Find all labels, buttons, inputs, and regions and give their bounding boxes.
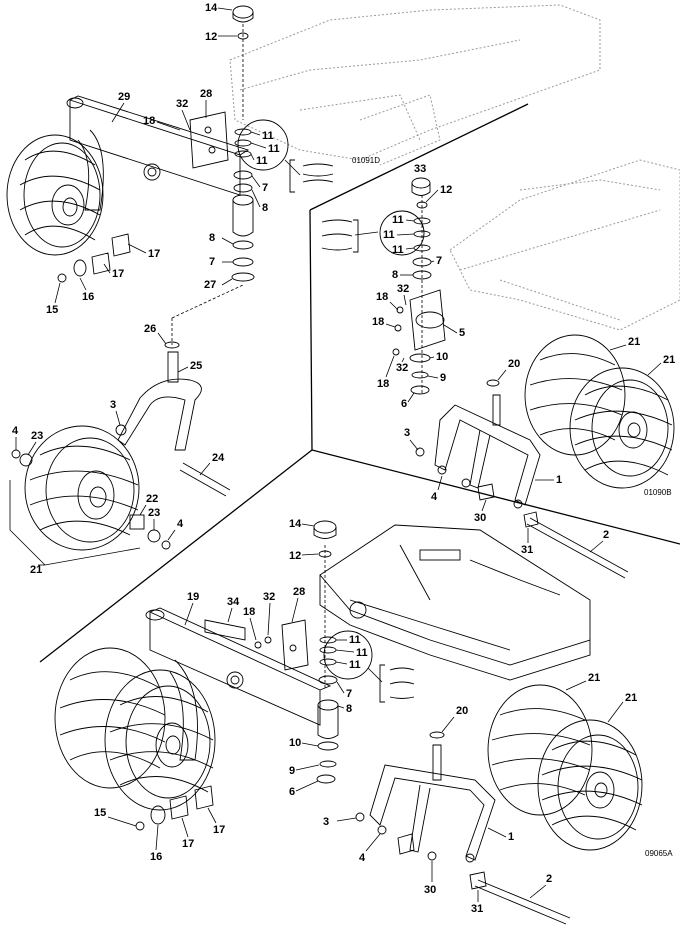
callout: 25 bbox=[190, 360, 202, 372]
callout: 4 bbox=[177, 518, 184, 530]
callout: 20 bbox=[508, 358, 520, 370]
callout: 21 bbox=[663, 354, 675, 366]
callout: 31 bbox=[521, 544, 533, 556]
callout: 3 bbox=[323, 816, 329, 828]
figure-code: 01091D bbox=[352, 156, 380, 165]
callout: 21 bbox=[30, 564, 42, 576]
callout: 21 bbox=[625, 692, 637, 704]
callout: 11 bbox=[349, 659, 361, 671]
callout: 18 bbox=[372, 316, 384, 328]
callout: 8 bbox=[262, 202, 268, 214]
callout: 11 bbox=[256, 155, 268, 167]
callout: 10 bbox=[289, 737, 301, 749]
callout: 7 bbox=[209, 256, 215, 268]
callout: 23 bbox=[148, 507, 160, 519]
callout: 8 bbox=[346, 703, 352, 715]
callout: 11 bbox=[392, 244, 404, 256]
callout: 21 bbox=[588, 672, 600, 684]
callout: 29 bbox=[118, 91, 130, 103]
top-left-assembly bbox=[6, 5, 334, 566]
callout: 3 bbox=[404, 427, 410, 439]
callout: 18 bbox=[143, 115, 155, 127]
callout: 17 bbox=[112, 268, 124, 280]
callout: 32 bbox=[396, 362, 408, 374]
callout: 32 bbox=[263, 591, 275, 603]
callout: 11 bbox=[349, 634, 361, 646]
callout: 30 bbox=[424, 884, 436, 896]
callout: 22 bbox=[146, 493, 158, 505]
figure-code: 09065A bbox=[645, 849, 673, 858]
callout: 28 bbox=[200, 88, 212, 100]
callout: 15 bbox=[94, 807, 106, 819]
callout: 4 bbox=[359, 852, 366, 864]
callout: 9 bbox=[289, 765, 295, 777]
callout: 18 bbox=[243, 606, 255, 618]
callout: 11 bbox=[356, 647, 368, 659]
callout: 12 bbox=[440, 184, 452, 196]
callout: 27 bbox=[204, 279, 216, 291]
callout: 17 bbox=[213, 824, 225, 836]
callout: 34 bbox=[227, 596, 240, 608]
mower-deck-bottom bbox=[319, 524, 591, 681]
callouts-top-right: 33 12 11 11 11 7 8 18 32 18 5 10 9 32 18… bbox=[372, 163, 675, 556]
callout: 18 bbox=[377, 378, 389, 390]
callout: 6 bbox=[401, 398, 407, 410]
callout: 11 bbox=[262, 130, 274, 142]
callout: 32 bbox=[397, 283, 409, 295]
top-right-assembly bbox=[321, 177, 675, 579]
callout: 5 bbox=[459, 327, 465, 339]
callout: 12 bbox=[205, 31, 217, 43]
callout: 20 bbox=[456, 705, 468, 717]
callout: 17 bbox=[148, 248, 160, 260]
callout: 19 bbox=[187, 591, 199, 603]
callout: 28 bbox=[293, 586, 305, 598]
figure-codes: 01091D 01090B 09065A bbox=[352, 156, 673, 858]
callouts-bottom: 14 12 19 34 18 32 28 11 11 11 7 8 10 9 6… bbox=[94, 518, 637, 915]
callout: 14 bbox=[289, 518, 302, 530]
callout: 33 bbox=[414, 163, 426, 175]
callout: 7 bbox=[436, 255, 442, 267]
callouts-top-left: 14 12 29 28 32 18 11 11 11 7 8 17 8 17 7… bbox=[12, 2, 280, 576]
callout: 4 bbox=[12, 425, 19, 437]
callout: 7 bbox=[262, 182, 268, 194]
callout: 32 bbox=[176, 98, 188, 110]
callout: 21 bbox=[628, 336, 640, 348]
callout: 1 bbox=[508, 831, 514, 843]
callout: 6 bbox=[289, 786, 295, 798]
callout: 2 bbox=[546, 873, 552, 885]
callout: 15 bbox=[46, 304, 58, 316]
callout: 11 bbox=[268, 143, 280, 155]
callout: 18 bbox=[376, 291, 388, 303]
callout: 7 bbox=[346, 688, 352, 700]
callout: 26 bbox=[144, 323, 156, 335]
callout: 31 bbox=[471, 903, 483, 915]
ghost-deck-top-left bbox=[229, 4, 601, 166]
callout: 16 bbox=[150, 851, 162, 863]
callout: 24 bbox=[212, 452, 225, 464]
callout: 11 bbox=[383, 229, 395, 241]
callout: 23 bbox=[31, 430, 43, 442]
callout: 17 bbox=[182, 838, 194, 850]
callout: 1 bbox=[556, 474, 562, 486]
ghost-deck-top-right bbox=[449, 159, 680, 331]
callout: 12 bbox=[289, 550, 301, 562]
callout: 9 bbox=[440, 372, 446, 384]
callout: 14 bbox=[205, 2, 218, 14]
callout: 2 bbox=[603, 529, 609, 541]
callout: 11 bbox=[392, 214, 404, 226]
bottom-assembly bbox=[54, 520, 643, 925]
callout: 16 bbox=[82, 291, 94, 303]
figure-code: 01090B bbox=[644, 488, 672, 497]
callout: 8 bbox=[209, 232, 215, 244]
callout: 4 bbox=[431, 491, 438, 503]
callout: 8 bbox=[392, 269, 398, 281]
callout: 10 bbox=[436, 351, 448, 363]
panel-dividers bbox=[39, 103, 680, 663]
callout: 3 bbox=[110, 399, 116, 411]
callout: 30 bbox=[474, 512, 486, 524]
